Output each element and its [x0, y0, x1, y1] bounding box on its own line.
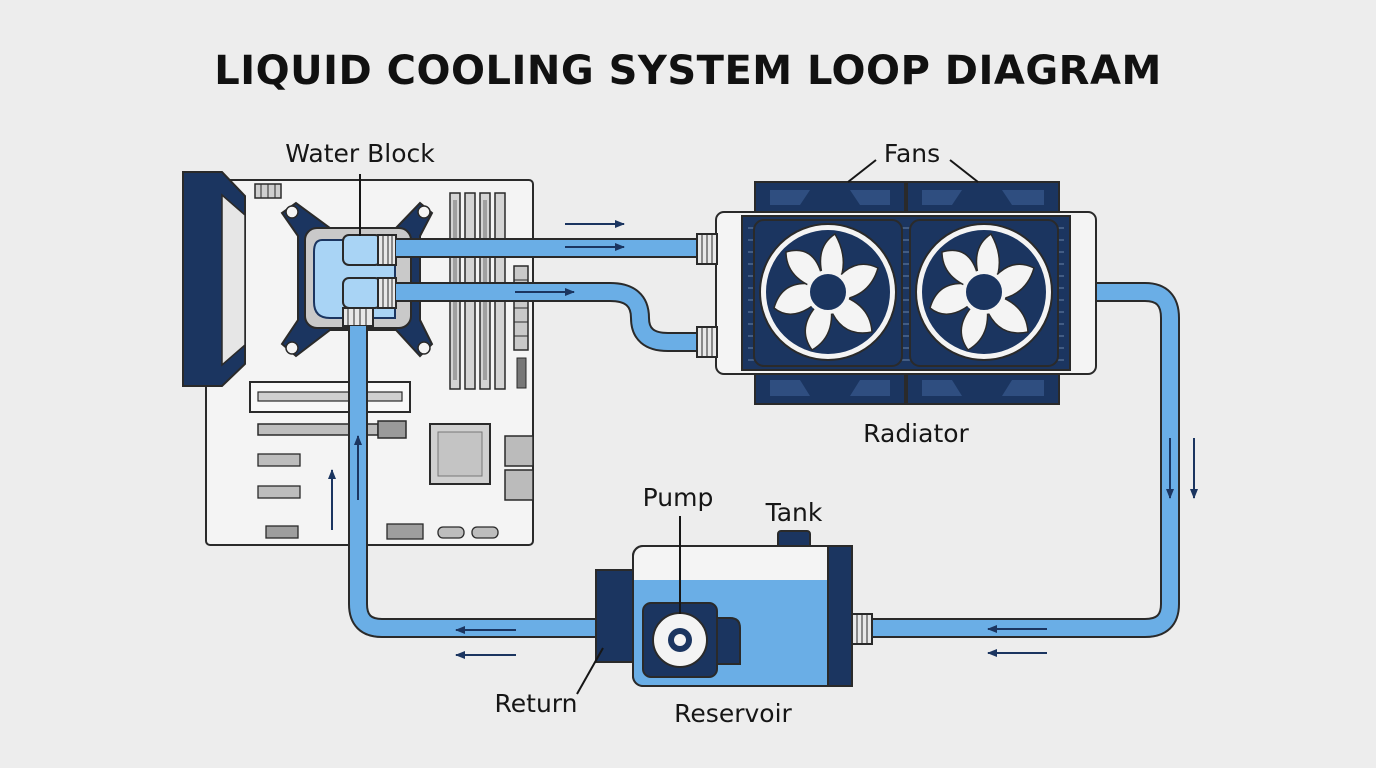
fans-label: Fans	[884, 139, 940, 168]
water-block-label: Water Block	[285, 139, 435, 168]
return-fitting	[595, 569, 637, 663]
reservoir	[595, 530, 873, 687]
radiator-label: Radiator	[863, 419, 969, 448]
radiator	[696, 181, 1097, 405]
leader-lines	[359, 159, 979, 695]
flow-arrows	[328, 220, 1198, 659]
pump-label: Pump	[643, 483, 714, 512]
fan-left	[753, 219, 903, 367]
tubing	[348, 238, 1180, 638]
diagram-title: LIQUID COOLING SYSTEM LOOP DIAGRAM	[214, 48, 1162, 94]
water-block	[280, 201, 434, 358]
reservoir-label: Reservoir	[674, 699, 792, 728]
tank-label: Tank	[765, 498, 823, 527]
fan-right	[909, 219, 1059, 367]
pump	[642, 602, 741, 678]
return-label: Return	[495, 689, 578, 718]
